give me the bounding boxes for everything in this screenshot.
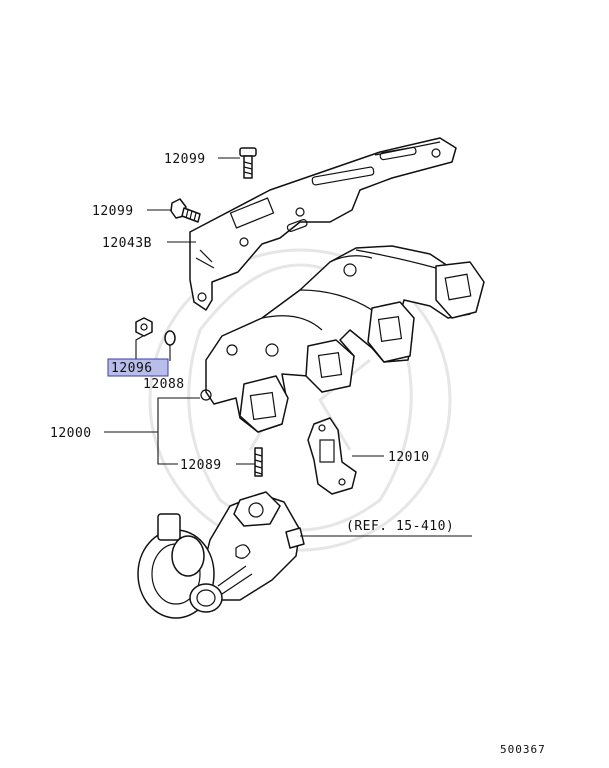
- bolt-mid-part[interactable]: [170, 198, 201, 223]
- washer-part[interactable]: [164, 330, 176, 346]
- stud-part[interactable]: [254, 447, 263, 477]
- callout-gasket[interactable]: 12010: [388, 450, 430, 465]
- highlight-box: [107, 358, 169, 377]
- nut-part[interactable]: [135, 317, 153, 337]
- exhaust-manifold-part[interactable]: [200, 245, 485, 433]
- turbocharger-part[interactable]: [137, 491, 305, 619]
- diagram-number: 500367: [500, 743, 546, 756]
- callout-bolt-top[interactable]: 12099: [164, 152, 206, 167]
- callout-manifold[interactable]: 12000: [50, 426, 92, 441]
- gasket-part[interactable]: [307, 417, 357, 495]
- callout-heat-shield[interactable]: 12043B: [102, 236, 152, 251]
- callout-stud[interactable]: 12089: [180, 458, 222, 473]
- callout-bolt-mid[interactable]: 12099: [92, 204, 134, 219]
- callout-reference[interactable]: (REF. 15-410): [346, 519, 454, 534]
- heat-shield-part[interactable]: [189, 137, 457, 311]
- callout-washer[interactable]: 12088: [143, 377, 185, 392]
- leader-lines: [104, 157, 472, 537]
- callout-nut[interactable]: 12096: [111, 361, 153, 376]
- bolt-top-part[interactable]: [239, 147, 257, 179]
